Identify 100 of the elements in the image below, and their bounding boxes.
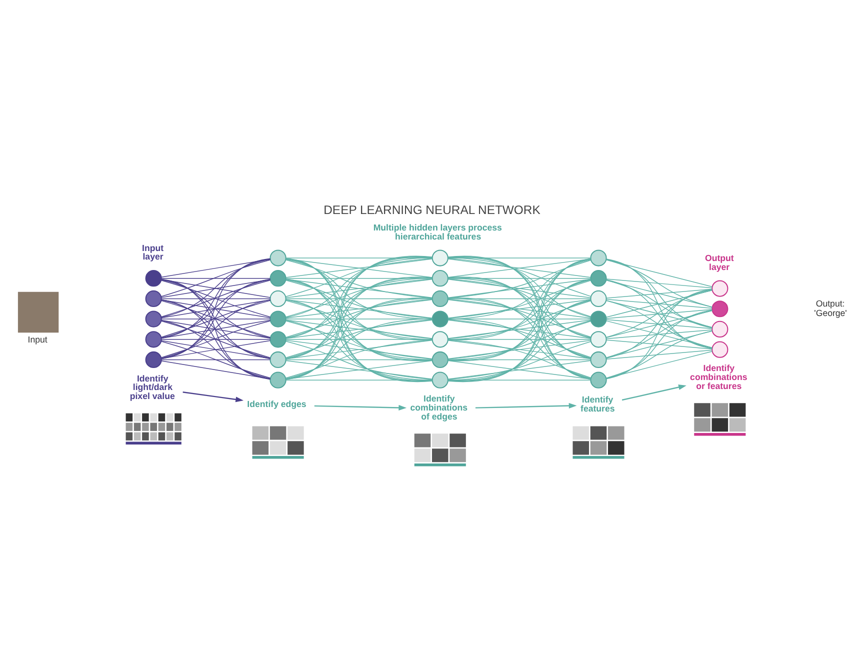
- connector: [161, 278, 271, 279]
- connector: [606, 300, 713, 328]
- connector: [606, 320, 713, 348]
- connector: [606, 259, 713, 308]
- connector: [160, 258, 271, 318]
- connector: [606, 309, 712, 319]
- connector: [606, 310, 712, 379]
- arrow: [182, 392, 244, 402]
- connector: [161, 320, 271, 339]
- connector: [160, 300, 271, 359]
- label: Output layer: [704, 252, 734, 272]
- node-circle: [432, 331, 448, 348]
- node-circle: [432, 250, 448, 266]
- connector: [448, 299, 591, 318]
- node-circle: [590, 250, 607, 266]
- node-circle: [712, 320, 728, 338]
- connector: [161, 318, 271, 320]
- node-circle: [270, 351, 286, 368]
- connector: [606, 280, 713, 308]
- connector: [448, 340, 591, 360]
- node-circle: [145, 351, 162, 368]
- connector: [286, 339, 433, 340]
- connector: [161, 360, 271, 380]
- label: Input layer: [142, 242, 164, 262]
- node-circle: [270, 250, 286, 266]
- connector: [160, 300, 271, 338]
- connector: [448, 258, 591, 278]
- connector: [606, 330, 713, 378]
- connector: [161, 258, 271, 360]
- node-circle: [712, 341, 728, 358]
- connector: [606, 278, 712, 288]
- node-box: [18, 292, 59, 333]
- connector: [161, 340, 271, 359]
- node-text: Identify combinations of edges: [410, 394, 468, 422]
- node-text: Identify light/dark pixel value: [130, 373, 175, 402]
- node-circle: [712, 280, 728, 297]
- node-circle: [145, 310, 162, 328]
- connector: [606, 280, 713, 328]
- node-circle: [270, 290, 286, 307]
- node-circle: [590, 310, 607, 328]
- connector: [606, 340, 712, 350]
- connector: [606, 258, 712, 328]
- connector: [161, 299, 270, 380]
- connector: [448, 360, 591, 380]
- connector: [161, 359, 271, 360]
- connector: [606, 310, 713, 358]
- node-circle: [270, 310, 286, 328]
- connector: [606, 330, 713, 358]
- connector: [160, 341, 271, 378]
- connector: [606, 310, 713, 338]
- node-circle: [712, 300, 728, 318]
- connector: [448, 320, 591, 339]
- node-circle: [432, 270, 448, 287]
- connector: [161, 258, 270, 339]
- connector: [285, 278, 433, 298]
- connector: [285, 340, 433, 360]
- connector: [606, 289, 712, 359]
- node-circle: [590, 351, 607, 368]
- connector: [160, 260, 271, 297]
- node-circle: [145, 290, 162, 307]
- node-circle: [432, 310, 448, 328]
- connector: [606, 288, 712, 380]
- node-circle: [432, 290, 448, 307]
- connector: [606, 288, 712, 298]
- connector: [606, 298, 712, 309]
- connector: [161, 300, 271, 318]
- node-circle: [145, 270, 162, 287]
- connector: [161, 279, 271, 298]
- connector: [160, 320, 271, 380]
- connector: [448, 339, 591, 340]
- node-circle: [270, 270, 286, 287]
- connector: [606, 350, 712, 360]
- node-circle: [590, 270, 607, 287]
- connector: [606, 258, 712, 349]
- diagram-title: DEEP LEARNING NEURAL NETWORK: [324, 203, 540, 218]
- connector: [606, 329, 712, 340]
- connector: [606, 350, 713, 379]
- node-circle: [590, 372, 607, 388]
- connector: [160, 280, 271, 318]
- node-circle: [590, 290, 607, 307]
- node-text: Identify features: [580, 394, 615, 414]
- connector: [606, 279, 712, 349]
- node-circle: [270, 331, 286, 348]
- connector: [448, 278, 591, 298]
- connector: [606, 290, 713, 318]
- label: Multiple hidden layers process hierarchical features: [373, 222, 502, 242]
- connector: [606, 290, 713, 338]
- connector: [285, 320, 433, 339]
- node-text: Identify combinations or features: [690, 363, 748, 391]
- arrow: [475, 403, 577, 409]
- node-label: Input: [28, 334, 48, 344]
- node-circle: [432, 372, 448, 388]
- node-circle: [590, 331, 607, 348]
- connector: [161, 258, 271, 278]
- connector: [161, 278, 271, 380]
- connector: [161, 298, 271, 300]
- node-circle: [432, 351, 448, 368]
- arrow: [314, 404, 407, 410]
- label: Output: 'George': [814, 298, 847, 318]
- connector: [285, 258, 433, 278]
